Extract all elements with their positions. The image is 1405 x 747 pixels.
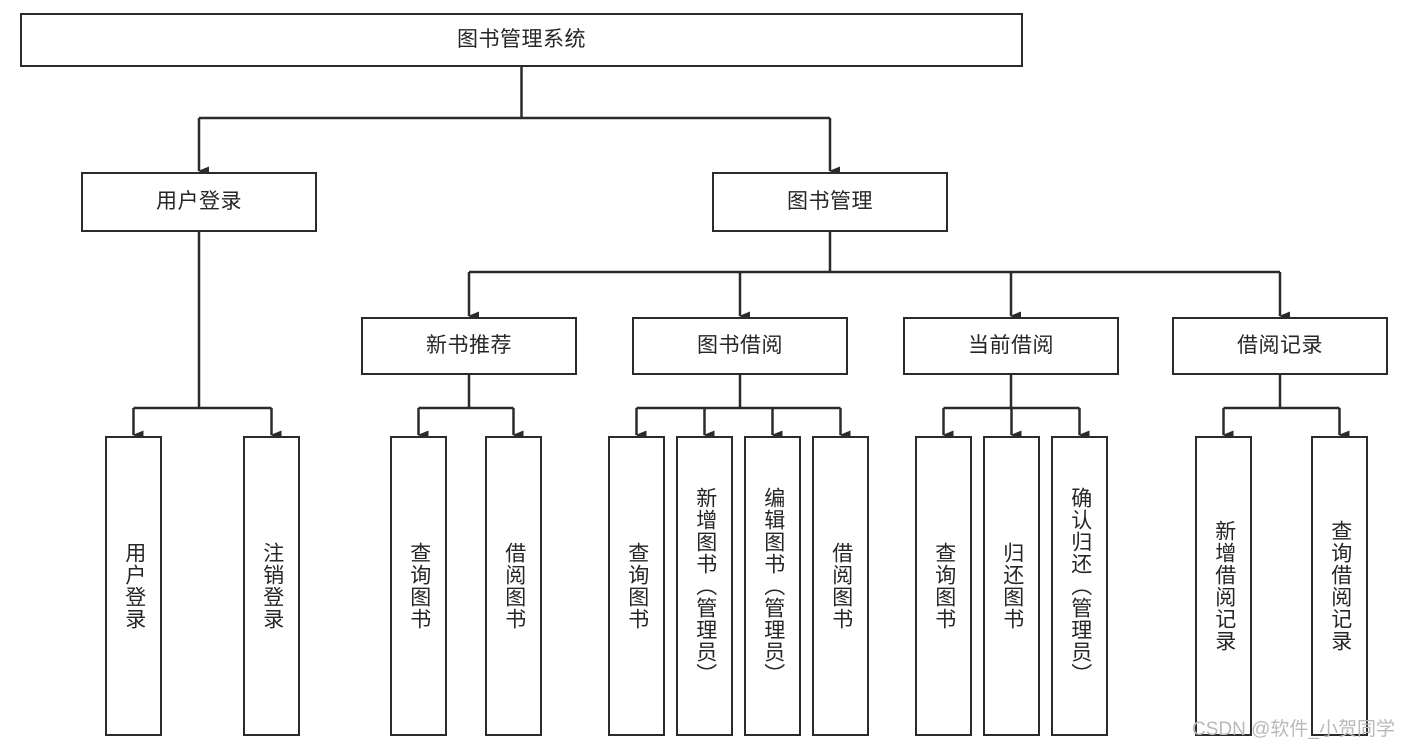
node-label: 归还图书 xyxy=(1000,542,1024,630)
node-leaf-confirm[interactable]: 确认归还（管理员） xyxy=(1051,436,1108,736)
node-label: 新书推荐 xyxy=(426,334,512,358)
node-leaf-query-1[interactable]: 查询图书 xyxy=(390,436,447,736)
node-leaf-add-book[interactable]: 新增图书（管理员） xyxy=(676,436,733,736)
node-user-login[interactable]: 用户登录 xyxy=(81,172,317,232)
node-label: 查询借阅记录 xyxy=(1328,520,1352,652)
node-label: 借阅图书 xyxy=(502,542,526,630)
node-label: 图书管理 xyxy=(787,190,873,214)
node-book-manage[interactable]: 图书管理 xyxy=(712,172,948,232)
node-label: 注销登录 xyxy=(260,542,284,630)
node-label: 确认归还（管理员） xyxy=(1068,487,1092,685)
node-leaf-user-login[interactable]: 用户登录 xyxy=(105,436,162,736)
node-current-borrow[interactable]: 当前借阅 xyxy=(903,317,1119,375)
node-leaf-borrow-1[interactable]: 借阅图书 xyxy=(485,436,542,736)
node-label: 图书管理系统 xyxy=(457,28,586,52)
node-label: 用户登录 xyxy=(156,190,242,214)
node-leaf-logout[interactable]: 注销登录 xyxy=(243,436,300,736)
node-leaf-edit-book[interactable]: 编辑图书（管理员） xyxy=(744,436,801,736)
node-label: 查询图书 xyxy=(625,542,649,630)
node-label: 查询图书 xyxy=(407,542,431,630)
node-leaf-query-3[interactable]: 查询图书 xyxy=(915,436,972,736)
node-leaf-add-rec[interactable]: 新增借阅记录 xyxy=(1195,436,1252,736)
node-label: 借阅图书 xyxy=(829,542,853,630)
node-book-borrow[interactable]: 图书借阅 xyxy=(632,317,848,375)
node-label: 当前借阅 xyxy=(968,334,1054,358)
node-label: 借阅记录 xyxy=(1237,334,1323,358)
node-leaf-return[interactable]: 归还图书 xyxy=(983,436,1040,736)
watermark-text: CSDN @软件_小贺同学 xyxy=(1192,719,1395,740)
node-leaf-query-2[interactable]: 查询图书 xyxy=(608,436,665,736)
node-label: 用户登录 xyxy=(122,542,146,630)
node-label: 新增借阅记录 xyxy=(1212,520,1236,652)
node-root[interactable]: 图书管理系统 xyxy=(20,13,1023,67)
node-label: 图书借阅 xyxy=(697,334,783,358)
node-leaf-borrow-2[interactable]: 借阅图书 xyxy=(812,436,869,736)
node-borrow-record[interactable]: 借阅记录 xyxy=(1172,317,1388,375)
node-label: 新增图书（管理员） xyxy=(693,487,717,685)
node-label: 查询图书 xyxy=(932,542,956,630)
node-label: 编辑图书（管理员） xyxy=(761,487,785,685)
node-new-book-rec[interactable]: 新书推荐 xyxy=(361,317,577,375)
node-leaf-query-rec[interactable]: 查询借阅记录 xyxy=(1311,436,1368,736)
